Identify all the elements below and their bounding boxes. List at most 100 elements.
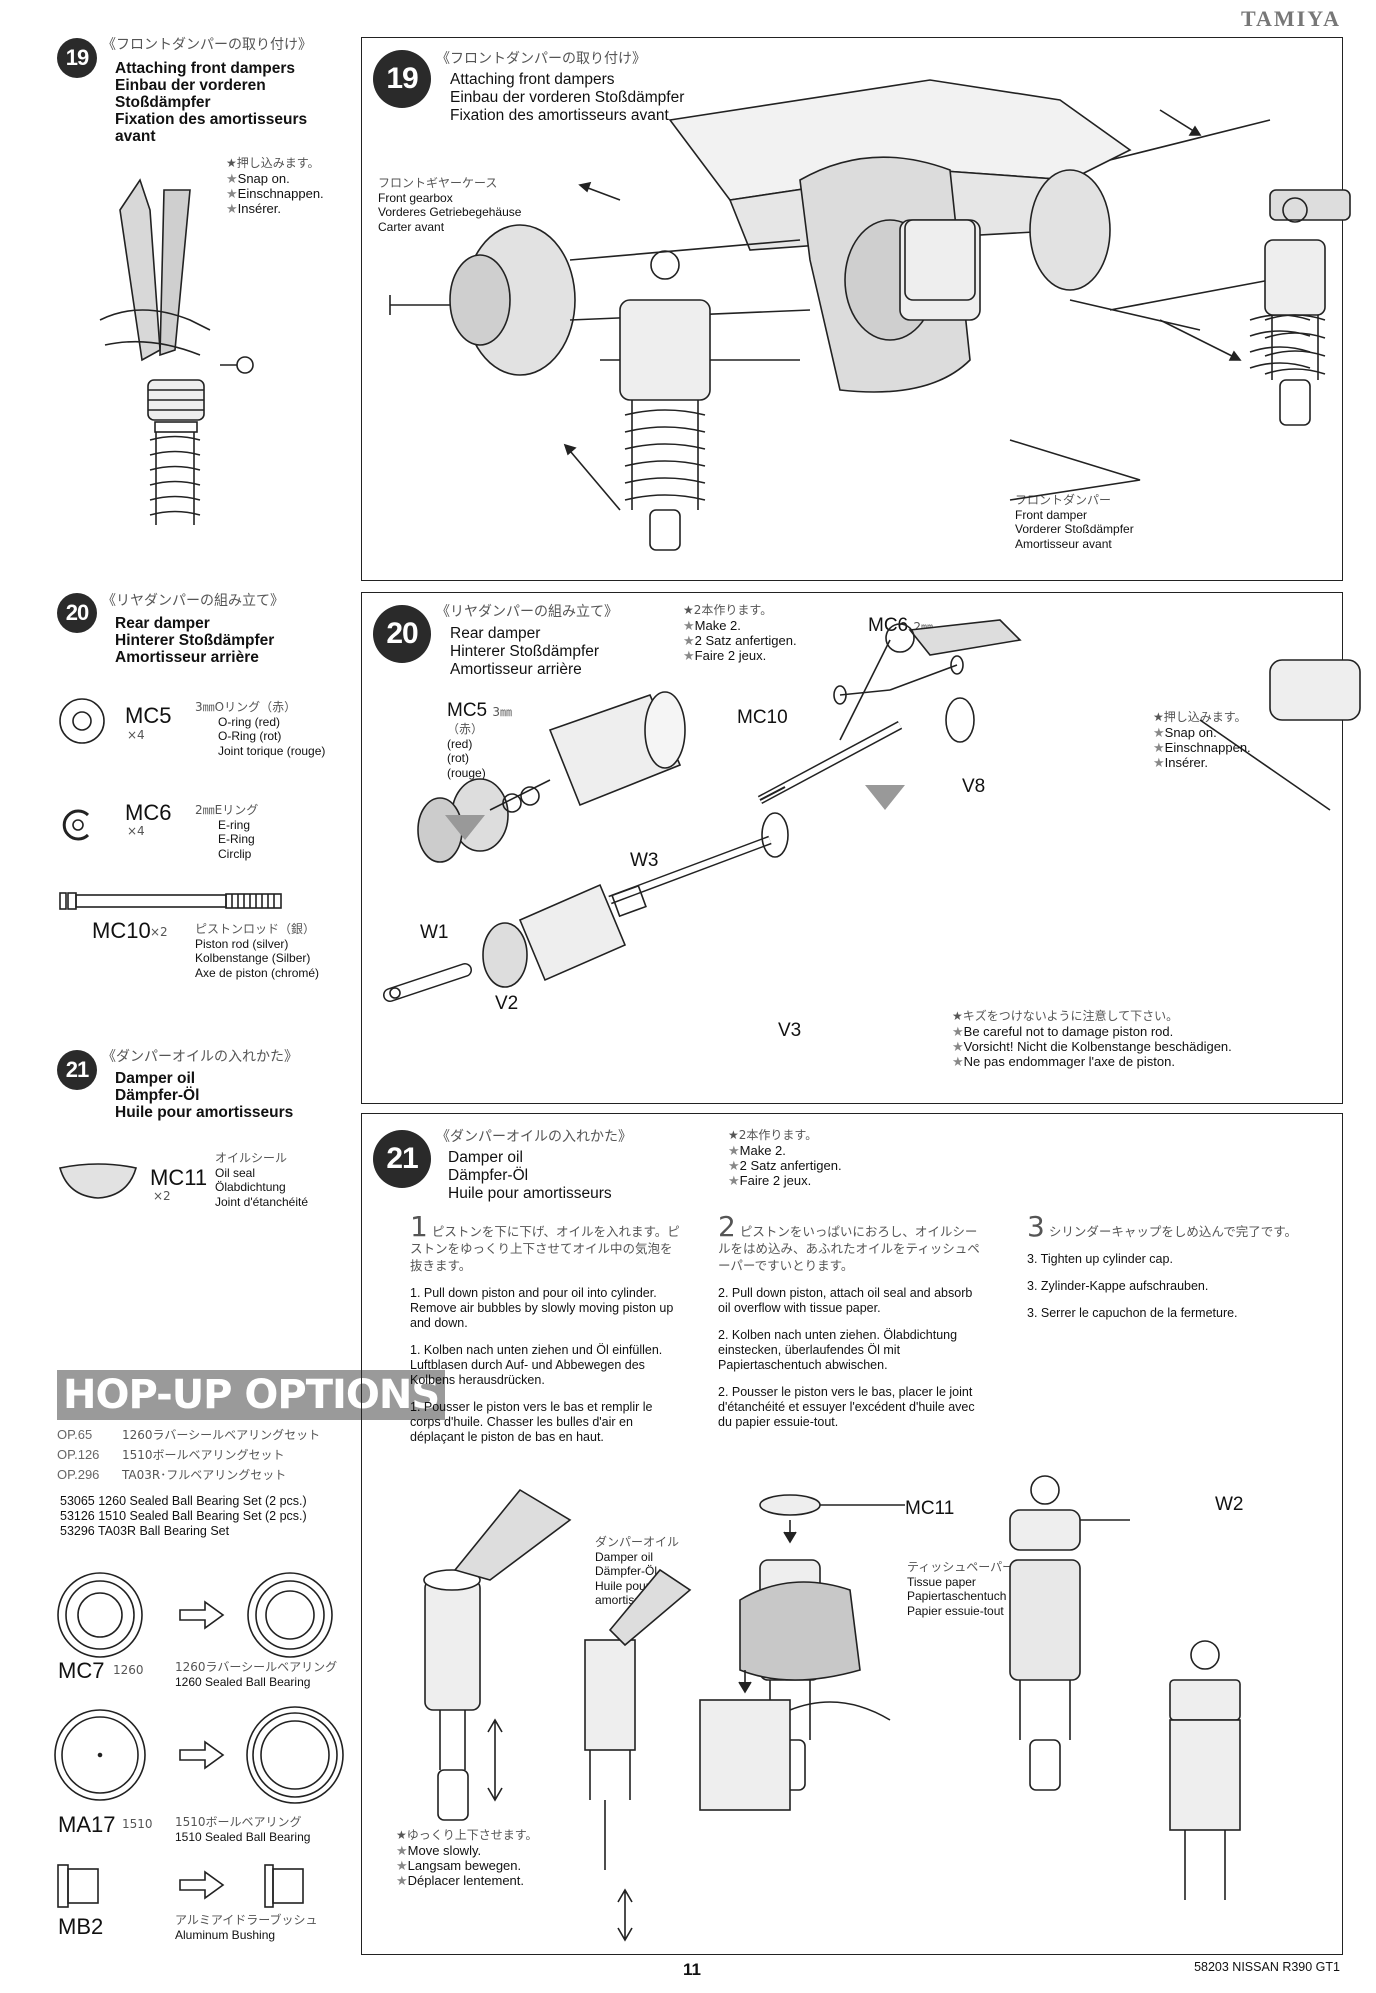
desc-jp: オイルシール [215,1151,288,1165]
desc-en: 1260 Sealed Ball Bearing [175,1674,311,1689]
make-two-note-21: ★2本作ります。 ★Make 2. ★2 Satz anfertigen. ★F… [728,1128,842,1188]
label-jp: フロントダンパー [1015,493,1112,507]
color-jp: （赤） [447,722,484,736]
note-de: Einschnappen. [1164,740,1251,755]
mc5-size: 3㎜ [492,705,513,719]
label-jp: ティッシュペーパー [907,1560,1015,1574]
title-en: Rear damper [450,625,541,642]
label-fr: Amortisseur avant [1015,536,1112,551]
note-fr: Ne pas endommager l'axe de piston. [963,1054,1175,1069]
part-mc11-qty: ×2 [153,1189,171,1203]
desc-en: Piston rod (silver) [195,936,289,951]
diagram-w2-label: W2 [1215,1494,1244,1515]
note-fr: Insérer. [1164,755,1209,770]
step-21-badge: 21 [57,1050,97,1090]
title-de: Hinterer Stoßdämpfer [450,643,600,660]
desc-fr: Circlip [218,846,252,861]
step-jp: シリンダーキャップをしめ込んで完了です。 [1048,1224,1297,1239]
step-en: 3. Tighten up cylinder cap. [1027,1252,1173,1266]
snap-on-note-20: ★押し込みます。 ★Snap on. ★Einschnappen. ★Insér… [1153,710,1251,770]
color-en: (red) [447,736,473,751]
step-en: 1. Pull down piston and pour oil into cy… [410,1286,674,1330]
ma17-size: 1510 [122,1817,153,1831]
label-en: Tissue paper [907,1574,976,1589]
op-jp: 1260ラバーシールベアリングセット [122,1428,321,1442]
set-item: 53126 1510 Sealed Ball Bearing Set (2 pc… [60,1509,307,1523]
title-de: Dämpfer-Öl [115,1087,200,1104]
part-mc11-desc: オイルシール Oil seal Ölabdichtung Joint d'éta… [215,1151,308,1209]
part-mc10-id: MC10 [92,918,151,943]
rear-damper-assembly-illustration [383,619,1361,1002]
panel-20-title-jp: 《リヤダンパーの組み立て》 [436,604,618,620]
title-fr: Fixation des amortisseurs avant [450,107,669,124]
desc-jp: 1260ラバーシールベアリング [175,1660,338,1674]
note-fr: Faire 2 jeux. [739,1173,812,1188]
desc-jp: 3㎜Oリング（赤） [195,700,297,714]
note-de: Einschnappen. [237,186,324,201]
desc-de: E-Ring [218,832,255,846]
title-en: Damper oil [115,1070,196,1087]
desc-en: Oil seal [215,1165,256,1180]
mc7-bearing-illustration [57,1572,333,1658]
step-19-title-jp: 《フロントダンパーの取り付け》 [102,37,312,53]
note-jp: ★キズをつけないように注意して下さい。 [952,1009,1179,1023]
note-en: Snap on. [1164,725,1217,740]
mb2-desc: アルミアイドラーブッシュ Aluminum Bushing [175,1913,318,1942]
note-en: Make 2. [739,1143,786,1158]
op-code: OP.126 [57,1447,100,1462]
title-de: Dämpfer-Öl [448,1167,529,1184]
desc-en: Aluminum Bushing [175,1927,276,1942]
oil-step-1: 1 ピストンを下に下げ、オイルを入れます。ピストンをゆっくり上下させてオイル中の… [410,1213,680,1457]
step-de: 1. Kolben nach unten ziehen und Öl einfü… [410,1343,663,1387]
oil-seal-icon [58,1163,138,1199]
mc7-id: MC7 [58,1658,105,1683]
desc-de: O-Ring (rot) [218,729,282,743]
title-de-2: Stoßdämpfer [115,94,211,111]
panel-21-title-jp: 《ダンパーオイルの入れかた》 [436,1129,632,1145]
note-en: Be careful not to damage piston rod. [963,1024,1174,1039]
desc-de: Kolbenstange (Silber) [195,951,311,965]
front-damper-assembly-illustration [389,79,1351,551]
step-jp: ピストンを下に下げ、オイルを入れます。ピストンをゆっくり上下させてオイル中の気泡… [410,1224,680,1273]
label-en: Front gearbox [378,190,453,205]
note-de: 2 Satz anfertigen. [739,1158,842,1173]
mc5-text: MC5 [447,700,488,721]
page-number: 11 [683,1960,701,1979]
step-19-title: Attaching front dampers Einbau der vorde… [115,60,307,145]
mc7-desc: 1260ラバーシールベアリング 1260 Sealed Ball Bearing [175,1660,337,1689]
diagram-w1-label: W1 [420,922,449,943]
op-jp: 1510ボールベアリングセット [122,1448,285,1462]
op-item: OP.126 1510ボールベアリングセット [57,1445,320,1465]
panel-21-title: Damper oil Dämpfer-Öl Huile pour amortis… [448,1149,612,1203]
note-de: 2 Satz anfertigen. [694,633,797,648]
step-number: 1 [410,1210,428,1243]
e-ring-icon [62,809,90,841]
title-fr-2: avant [115,128,156,145]
title-en: Damper oil [448,1149,523,1166]
diagram-v3-label: V3 [778,1020,802,1041]
label-jp: ダンパーオイル [595,1535,680,1549]
note-jp: ★押し込みます。 [1153,710,1247,724]
part-mc5-desc: 3㎜Oリング（赤） O-ring (red) O-Ring (rot) Join… [195,700,325,758]
label-de: Dämpfer-Öl [595,1564,658,1578]
step-number: 3 [1027,1210,1045,1243]
part-mc5-qty: ×4 [127,728,145,742]
step-fr: 3. Serrer le capuchon de la fermeture. [1027,1306,1238,1320]
mc6-text: MC6 [868,615,909,636]
step-20-badge: 20 [57,593,97,633]
set-item: 53296 TA03R Ball Bearing Set [60,1524,230,1538]
desc-en: E-ring [218,817,251,832]
front-damper-label: フロントダンパー Front damper Vorderer Stoßdämpf… [1015,493,1134,551]
title-de: Hinterer Stoßdämpfer [115,632,275,649]
desc-de: Ölabdichtung [215,1180,286,1194]
panel-20-title: Rear damper Hinterer Stoßdämpfer Amortis… [450,625,599,679]
mb2-id: MB2 [58,1914,104,1939]
oil-step-2: 2 ピストンをいっぱいにおろし、オイルシールをはめ込み、あふれたオイルをティッシ… [718,1213,988,1442]
title-fr: Amortisseur arrière [450,661,582,678]
hop-up-options-banner: HOP-UP OPTIONS [57,1370,446,1420]
set-item: 53065 1260 Sealed Ball Bearing Set (2 pc… [60,1494,307,1508]
title-fr: Huile pour amortisseurs [115,1104,294,1121]
note-jp: ★2本作ります。 [728,1128,818,1142]
